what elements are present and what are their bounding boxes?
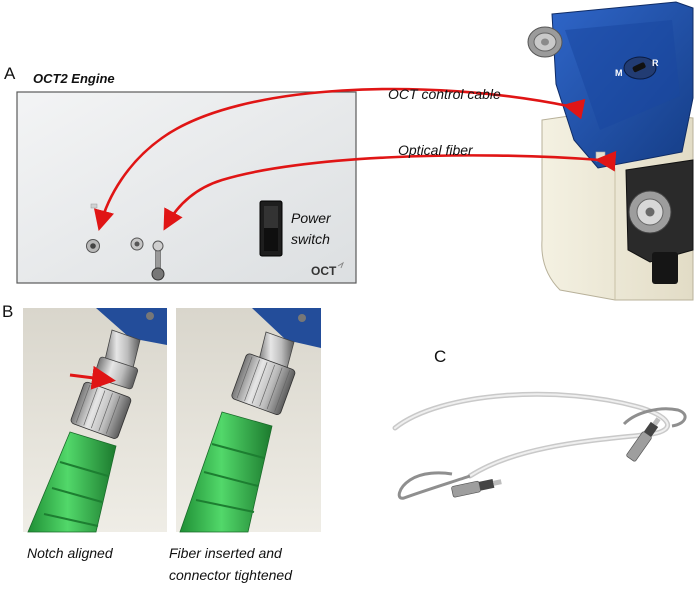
caption-fiber-line2: connector tightened: [169, 567, 292, 583]
panel-letter-a: A: [4, 64, 16, 83]
engine-panel: OCT: [16, 91, 357, 284]
dial-label-r: R: [652, 58, 659, 68]
engine-title: OCT2 Engine: [33, 71, 115, 86]
objective-fitting: [628, 190, 672, 234]
notch-arrow: [69, 365, 116, 390]
probe-plug: [652, 252, 678, 284]
power-switch: [259, 200, 283, 257]
photo-notch-aligned: [23, 308, 167, 533]
control-cable-label: OCT control cable: [388, 86, 501, 102]
logo-mark-icon: [337, 261, 345, 269]
fiber-connector-left: [451, 478, 502, 498]
control-cable-port: [86, 239, 100, 253]
fiber-cable-photo: [392, 391, 687, 500]
power-switch-label-line2: switch: [291, 231, 330, 247]
focus-knob: [527, 26, 563, 58]
indicator-led: [90, 203, 98, 209]
photo-fiber-tightened: [176, 308, 321, 533]
optical-fiber-port: [151, 240, 165, 281]
engine-logo: OCT: [311, 264, 337, 278]
aux-port: [130, 237, 144, 251]
dial-label-m: M: [615, 68, 623, 78]
caption-notch-aligned: Notch aligned: [27, 545, 113, 561]
control-cable-arrow: [93, 87, 586, 232]
optical-fiber-arrow: [163, 150, 617, 231]
power-switch-label-line1: Power: [291, 210, 331, 226]
caption-fiber-line1: Fiber inserted and: [169, 545, 282, 561]
panel-letter-c: C: [434, 347, 447, 366]
mode-dial: M R: [615, 56, 659, 80]
optical-fiber-label: Optical fiber: [398, 142, 473, 158]
fiber-connector-right: [626, 417, 661, 462]
probe-head: M R: [527, 1, 694, 301]
panel-letter-b: B: [2, 302, 14, 321]
